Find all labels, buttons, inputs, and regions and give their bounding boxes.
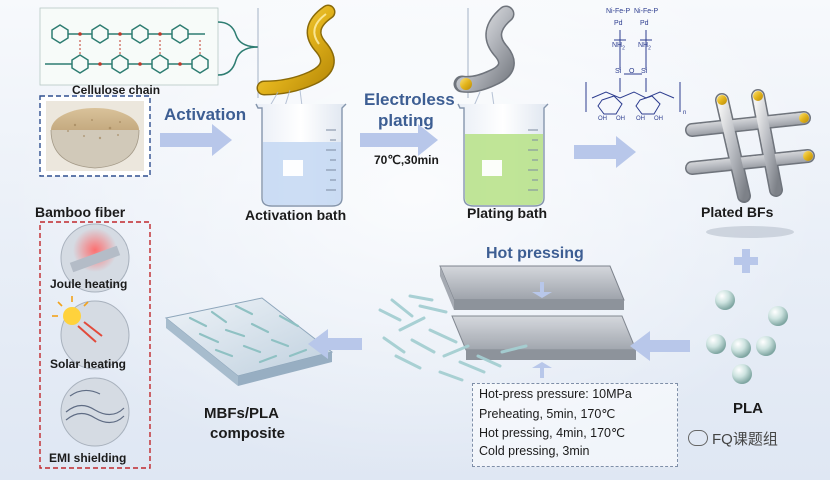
composite-figure — [164, 297, 334, 386]
param-preheating: Preheating, 5min, 170℃ — [479, 407, 616, 421]
pla-label: PLA — [733, 400, 763, 417]
plated-fiber — [453, 5, 515, 107]
chem-n-subscript: n — [683, 110, 687, 116]
composite-label-1: MBFs/PLA — [204, 405, 279, 422]
chem-nh2-1: NH2 — [612, 42, 625, 52]
pla-pellets — [706, 290, 788, 384]
hot-pressing-label: Hot pressing — [486, 245, 584, 262]
param-cold-pressing: Cold pressing, 3min — [479, 444, 590, 458]
chemical-structure — [585, 30, 681, 115]
param-hot-pressing: Hot pressing, 4min, 170℃ — [479, 426, 626, 440]
chem-oh-3: OH — [636, 116, 645, 122]
electroless-label-2: plating — [378, 111, 434, 130]
chem-si-1: Si — [615, 68, 622, 75]
plated-bfs-figure — [685, 89, 815, 238]
applications-panel — [39, 221, 151, 469]
plus-icon — [734, 249, 758, 273]
chem-ni-fe-p-1: Ni-Fe-P — [606, 8, 631, 15]
chem-nh2-2: NH2 — [638, 42, 651, 52]
composite-label-2: composite — [210, 425, 286, 442]
wechat-icon — [688, 430, 708, 446]
emi-shielding-label: EMI shielding — [49, 451, 127, 465]
chem-oh-1: OH — [598, 116, 607, 122]
process-arrows — [160, 124, 690, 361]
plated-bfs-label: Plated BFs — [701, 204, 774, 220]
chem-pd-1: Pd — [614, 20, 623, 27]
plating-bath-label: Plating bath — [467, 205, 548, 221]
plating-beaker — [457, 103, 549, 207]
chem-ni-fe-p-2: Ni-Fe-P — [634, 8, 659, 15]
cellulose-chain-figure — [39, 7, 259, 86]
joule-heating-label: Joule heating — [50, 277, 128, 291]
chem-oh-2: OH — [616, 116, 625, 122]
bamboo-fiber-label: Bamboo fiber — [35, 204, 126, 220]
solar-heating-label: Solar heating — [50, 357, 127, 371]
plating-condition: 70℃,30min — [374, 153, 439, 167]
chem-o-bridge: O — [629, 68, 635, 75]
hot-pressing-figure — [378, 265, 637, 382]
electroless-label-1: Electroless — [364, 90, 455, 109]
cellulose-chain-label: Cellulose chain — [72, 83, 161, 97]
bamboo-powder-photo — [39, 95, 151, 177]
activation-bath-label: Activation bath — [245, 207, 347, 223]
chem-pd-2: Pd — [640, 20, 649, 27]
activation-step-label: Activation — [164, 105, 247, 124]
param-pressure: Hot-press pressure: 10MPa — [479, 387, 632, 401]
chem-si-2: Si — [641, 68, 648, 75]
chem-oh-4: OH — [654, 116, 663, 122]
activated-fiber — [256, 4, 336, 107]
activation-beaker — [255, 103, 347, 207]
process-parameters-box: Hot-press pressure: 10MPa Preheating, 5m… — [472, 383, 678, 467]
watermark: FQ课题组 — [688, 428, 778, 449]
